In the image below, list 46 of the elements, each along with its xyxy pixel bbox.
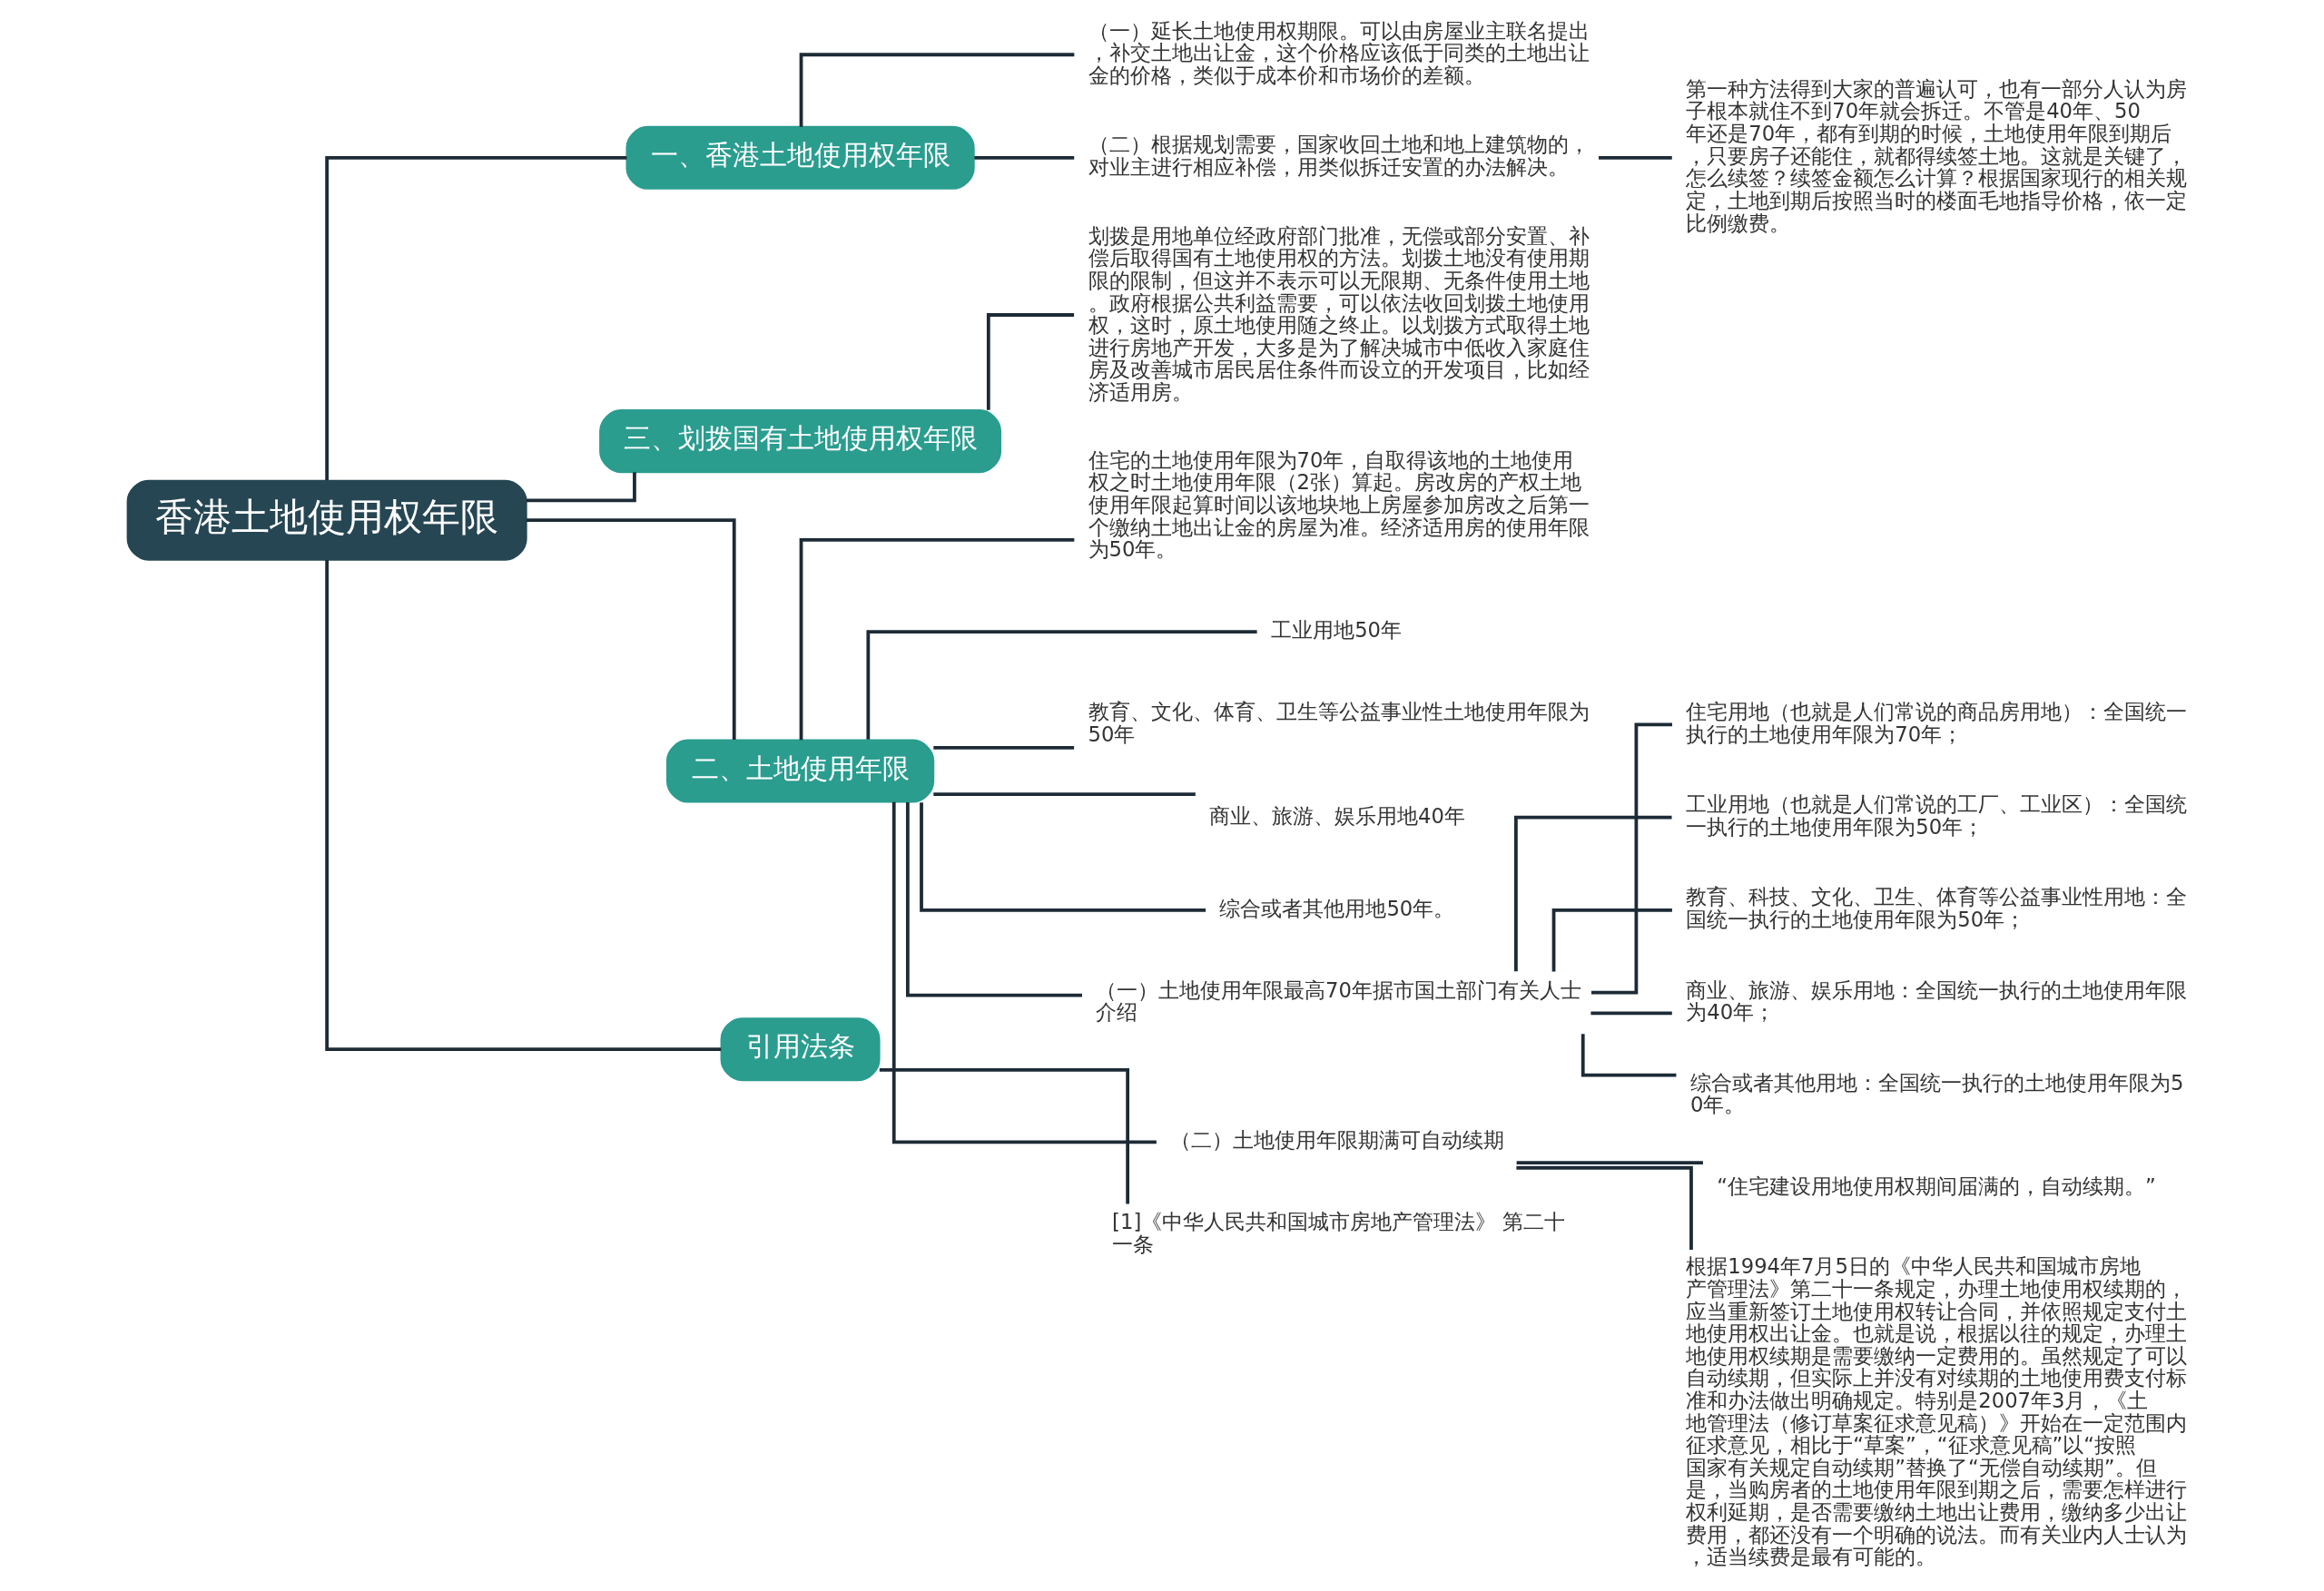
node-text: 教育、科技、文化、卫生、体育等公益事业性用地：全国统一执行的土地使用年限为50年； [1686,885,2188,932]
node-text: [1]《中华人民共和国城市房地产管理法》 第二十一条 [1112,1210,1566,1256]
connector [1599,155,1672,160]
connector [933,792,1196,796]
node-box: 引用法条 [720,1017,881,1082]
node-text: 住宅用地（也就是人们常说的商品房用地）：全国统一执行的土地使用年限为70年； [1686,699,2188,746]
connector [974,155,1075,160]
node-text: 商业、旅游、娱乐用地：全国统一执行的土地使用年限为40年； [1686,977,2188,1025]
connector [325,155,627,480]
node-text: （二）根据规划需要，国家收回土地和地上建筑物的，对业主进行相应补偿，用类似拆迁安置的办法解决。 [1088,133,1590,179]
connector [526,518,736,741]
node-text: 划拨是用地单位经政府部门批准，无偿或部分安置、补偿后取得国有土地使用权的方法。划拨土地没有使用期限的限制，但这并不表示可以无限期、无条件使用土地。政府根据公共利益需要，可以依法收回划拨土地使用权，这时，原土地使用随之终止。以划拨方式取得土地进行房地产开发，大多是为了解决城市中低收入家庭住房及改善城市居民居住条件而设立的开发项目，比如经济适用房。 [1088,223,1590,404]
connector [526,472,636,503]
connector [799,538,1075,741]
node-text: 工业用地50年 [1271,618,1403,643]
node-text: 综合或者其他用地：全国统一执行的土地使用年限为50年。 [1690,1070,2184,1117]
connector [1551,908,1672,972]
connector [1516,1165,1693,1250]
node-text: （一）土地使用年限最高70年据市国土部门有关人士介绍 [1096,977,1582,1025]
node-box: 二、土地使用年限 [665,739,935,803]
node-box: 三、划拨国有土地使用权年限 [599,409,1002,474]
node-box: 香港土地使用权年限 [126,479,527,561]
connector [905,801,1082,997]
node-text: 商业、旅游、娱乐用地40年 [1209,803,1465,828]
connector [920,802,1206,912]
connector [1516,1161,1703,1164]
connector [866,630,1257,740]
node-text: 教育、文化、体育、卫生等公益事业性土地使用年限为50年 [1088,699,1590,746]
connector [879,1067,1130,1204]
node-text: 第一种方法得到大家的普遍认可，也有一部分人认为房子根本就住不到70年就会拆迁。不管是40年、50年还是70年，都有到期的时候，土地使用年限到期后，只要房子还能住，就都得续签土地。这就是关键了，怎么续签？续签金额怎么计算？根据国家现行的相关规定，土地到期后按照当时的楼面毛地指导价格，依一定比例缴费。 [1686,76,2188,235]
node-text: 综合或者其他用地50年。 [1219,896,1455,920]
node-text: 工业用地（也就是人们常说的工厂、工业区）：全国统一执行的土地使用年限为50年； [1686,792,2188,839]
node-text: “住宅建设用地使用权期间届满的，自动续期。” [1717,1174,2156,1199]
connector [325,560,722,1052]
node-box: 一、香港土地使用权年限 [625,125,975,190]
connector [891,801,1157,1144]
connector [933,746,1075,750]
node-text: 根据1994年7月5日的《中华人民共和国城市房地产管理法》第二十一条规定，办理土地使用权续期的，应当重新签订土地使用权转让合同，并依照规定支付土地使用权出让金。也就是说，根据以往的规定，办理土地使用权续期是需要缴纳一定费用的。虽然规定了可以自动续期，但实际上并没有对续期的土地使用费支付标准和办法做出明确规定。特别是2007年3月，《土地管理法（修订草案征求意见稿）》开始在一定范围内征求意见，相比于“草案”，“征求意见稿”以“按照国家有关规定自动续期”替换了“无偿自动续期”。但是，当购房者的土地使用年限到期之后，需要怎样进行权利延期，是否需要缴纳土地出让费用，缴纳多少出让费用，都还没有一个明确的说法。而有关业内人士认为，适当续费是最有可能的。 [1686,1254,2188,1569]
connector [799,53,1075,127]
connector [1581,1034,1677,1077]
node-text: 住宅的土地使用年限为70年，自取得该地的土地使用权之时土地使用年限（2张）算起。房改房的产权土地使用年限起算时间以该地块地上房屋参加房改之后第一个缴纳土地出让金的房屋为准。经济适用房的使用年限为50年。 [1088,447,1590,562]
node-text: （二）土地使用年限期满可自动续期 [1170,1128,1505,1153]
connector [986,313,1075,410]
node-text: （一）延长土地使用权期限。可以由房屋业主联名提出，补交土地出让金，这个价格应该低于同类的土地出让金的价格，类似于成本价和市场价的差额。 [1088,18,1590,87]
connector [1590,1011,1672,1016]
connector [1514,815,1672,972]
